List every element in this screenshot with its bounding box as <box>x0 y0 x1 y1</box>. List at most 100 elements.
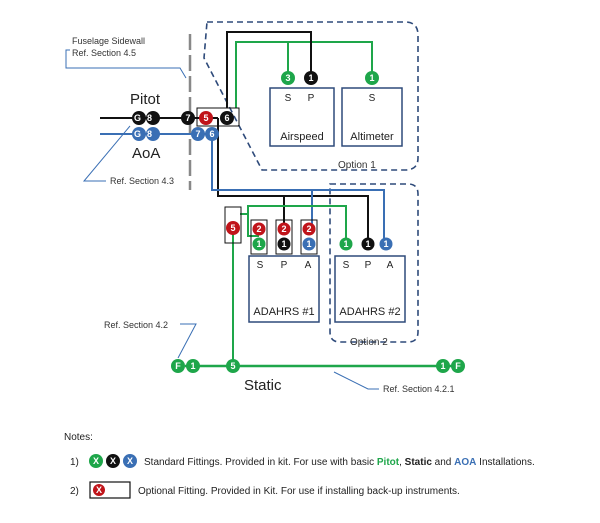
altimeter-s-fitting: 1 <box>365 71 379 85</box>
svg-text:X: X <box>96 485 102 495</box>
fuselage-leader-line <box>65 49 187 79</box>
ref-4-3-label: Ref. Section 4.3 <box>110 176 174 186</box>
aoa-to-adahrs2-line <box>312 189 385 240</box>
pitot-fitting-6: 6 <box>220 111 234 125</box>
altimeter-static-line <box>288 41 373 78</box>
svg-text:5: 5 <box>230 361 235 371</box>
svg-text:6: 6 <box>224 113 229 123</box>
pitot-fitting-5-optional: 5 <box>199 111 213 125</box>
fuselage-label-line2: Ref. Section 4.5 <box>72 48 136 58</box>
svg-text:2: 2 <box>256 224 261 234</box>
ref-4-2-1-label: Ref. Section 4.2.1 <box>383 384 455 394</box>
aoa-fitting-7: 7 <box>191 127 205 141</box>
ref-4-2-leader-line <box>177 323 197 359</box>
svg-text:X: X <box>127 456 133 466</box>
adahrs2-port-s: S <box>343 260 350 271</box>
option1-label: Option 1 <box>338 160 376 171</box>
adahrs1-a-bracket <box>300 219 318 255</box>
adahrs2-p-fitting: 1 <box>361 237 375 251</box>
svg-text:3: 3 <box>285 73 290 83</box>
ref-4-2-1-leader-line <box>333 371 379 390</box>
adahrs1-s-optional-fitting: 2 <box>252 222 266 236</box>
adahrs1-s-fitting: 1 <box>252 237 266 251</box>
adahrs2-s-fitting: 1 <box>339 237 353 251</box>
airspeed-box: S P Airspeed <box>269 87 335 147</box>
note1-text: Standard Fittings. Provided in kit. For … <box>144 457 535 468</box>
svg-text:1: 1 <box>440 361 445 371</box>
airspeed-static-line <box>235 41 289 108</box>
note2-text: Optional Fitting. Provided in Kit. For u… <box>138 486 460 497</box>
aoa-fitting-g8: G8 <box>132 127 160 141</box>
svg-text:X: X <box>110 456 116 466</box>
pitot-to-adahrs2-line <box>284 195 369 240</box>
ref-4-3-leader-line <box>82 125 131 182</box>
aoa-fitting-6: 6 <box>205 127 219 141</box>
option2-label: Option 2 <box>350 337 388 348</box>
pitot-fitting-g8: G8 <box>132 111 160 125</box>
static-right-1-fitting: 1 <box>436 359 450 373</box>
notes-title: Notes: <box>64 432 93 443</box>
static-tee-bracket <box>224 206 242 244</box>
svg-text:7: 7 <box>195 129 200 139</box>
svg-text:1: 1 <box>365 239 370 249</box>
svg-text:G8: G8 <box>134 129 158 139</box>
pitot-to-adahrs-line <box>217 118 285 226</box>
adahrs2-box: S P A ADAHRS #2 <box>334 255 406 323</box>
svg-text:1: 1 <box>383 239 388 249</box>
adahrs1-p-bracket <box>275 219 293 255</box>
legend-red-fitting: X <box>93 484 105 496</box>
altimeter-port-s: S <box>369 93 376 104</box>
pitot-inline-bracket <box>196 107 240 127</box>
svg-text:2: 2 <box>281 224 286 234</box>
static-right-f-fitting: F <box>451 359 465 373</box>
static-tee-fitting-optional: 5 <box>226 221 240 235</box>
svg-text:1: 1 <box>308 73 313 83</box>
svg-text:1: 1 <box>190 361 195 371</box>
adahrs1-label: ADAHRS #1 <box>253 306 314 318</box>
note2-number: 2) <box>70 486 79 497</box>
adahrs1-port-a: A <box>305 260 312 271</box>
adahrs1-p-fitting: 1 <box>277 237 291 251</box>
static-left-1-fitting: 1 <box>186 359 200 373</box>
pitot-fitting-7: 7 <box>181 111 195 125</box>
altimeter-label: Altimeter <box>350 131 394 143</box>
svg-text:5: 5 <box>203 113 208 123</box>
svg-text:F: F <box>175 361 181 371</box>
ref-4-2-label: Ref. Section 4.2 <box>104 320 168 330</box>
adahrs2-port-p: P <box>365 260 372 271</box>
svg-text:2: 2 <box>306 224 311 234</box>
adahrs1-port-p: P <box>281 260 288 271</box>
option1-outline <box>203 21 419 171</box>
adahrs2-port-a: A <box>387 260 394 271</box>
static-to-adahrs2-line <box>247 205 347 240</box>
airspeed-s-fitting: 3 <box>281 71 295 85</box>
svg-text:1: 1 <box>306 239 311 249</box>
adahrs1-s-bracket <box>250 219 268 255</box>
adahrs1-port-s: S <box>257 260 264 271</box>
legend-black-fitting: X <box>106 454 120 468</box>
legend-green-fitting: X <box>89 454 103 468</box>
svg-text:1: 1 <box>256 239 261 249</box>
static-label: Static <box>244 377 282 394</box>
airspeed-p-fitting: 1 <box>304 71 318 85</box>
airspeed-port-p: P <box>308 93 315 104</box>
static-tee-fitting: 5 <box>226 359 240 373</box>
svg-text:6: 6 <box>209 129 214 139</box>
svg-text:X: X <box>93 456 99 466</box>
svg-text:7: 7 <box>185 113 190 123</box>
svg-text:G8: G8 <box>134 113 158 123</box>
adahrs1-box: S P A ADAHRS #1 <box>248 255 320 323</box>
svg-text:F: F <box>455 361 461 371</box>
adahrs1-a-optional-fitting: 2 <box>302 222 316 236</box>
airspeed-port-s: S <box>285 93 292 104</box>
svg-text:1: 1 <box>343 239 348 249</box>
aoa-to-adahrs-line <box>211 134 313 226</box>
svg-text:1: 1 <box>281 239 286 249</box>
note1-number: 1) <box>70 457 79 468</box>
adahrs1-a-fitting: 1 <box>302 237 316 251</box>
fuselage-label-line1: Fuselage Sidewall <box>72 36 145 46</box>
airspeed-pitot-line <box>226 31 312 108</box>
svg-text:5: 5 <box>230 223 235 233</box>
airspeed-label: Airspeed <box>280 131 323 143</box>
